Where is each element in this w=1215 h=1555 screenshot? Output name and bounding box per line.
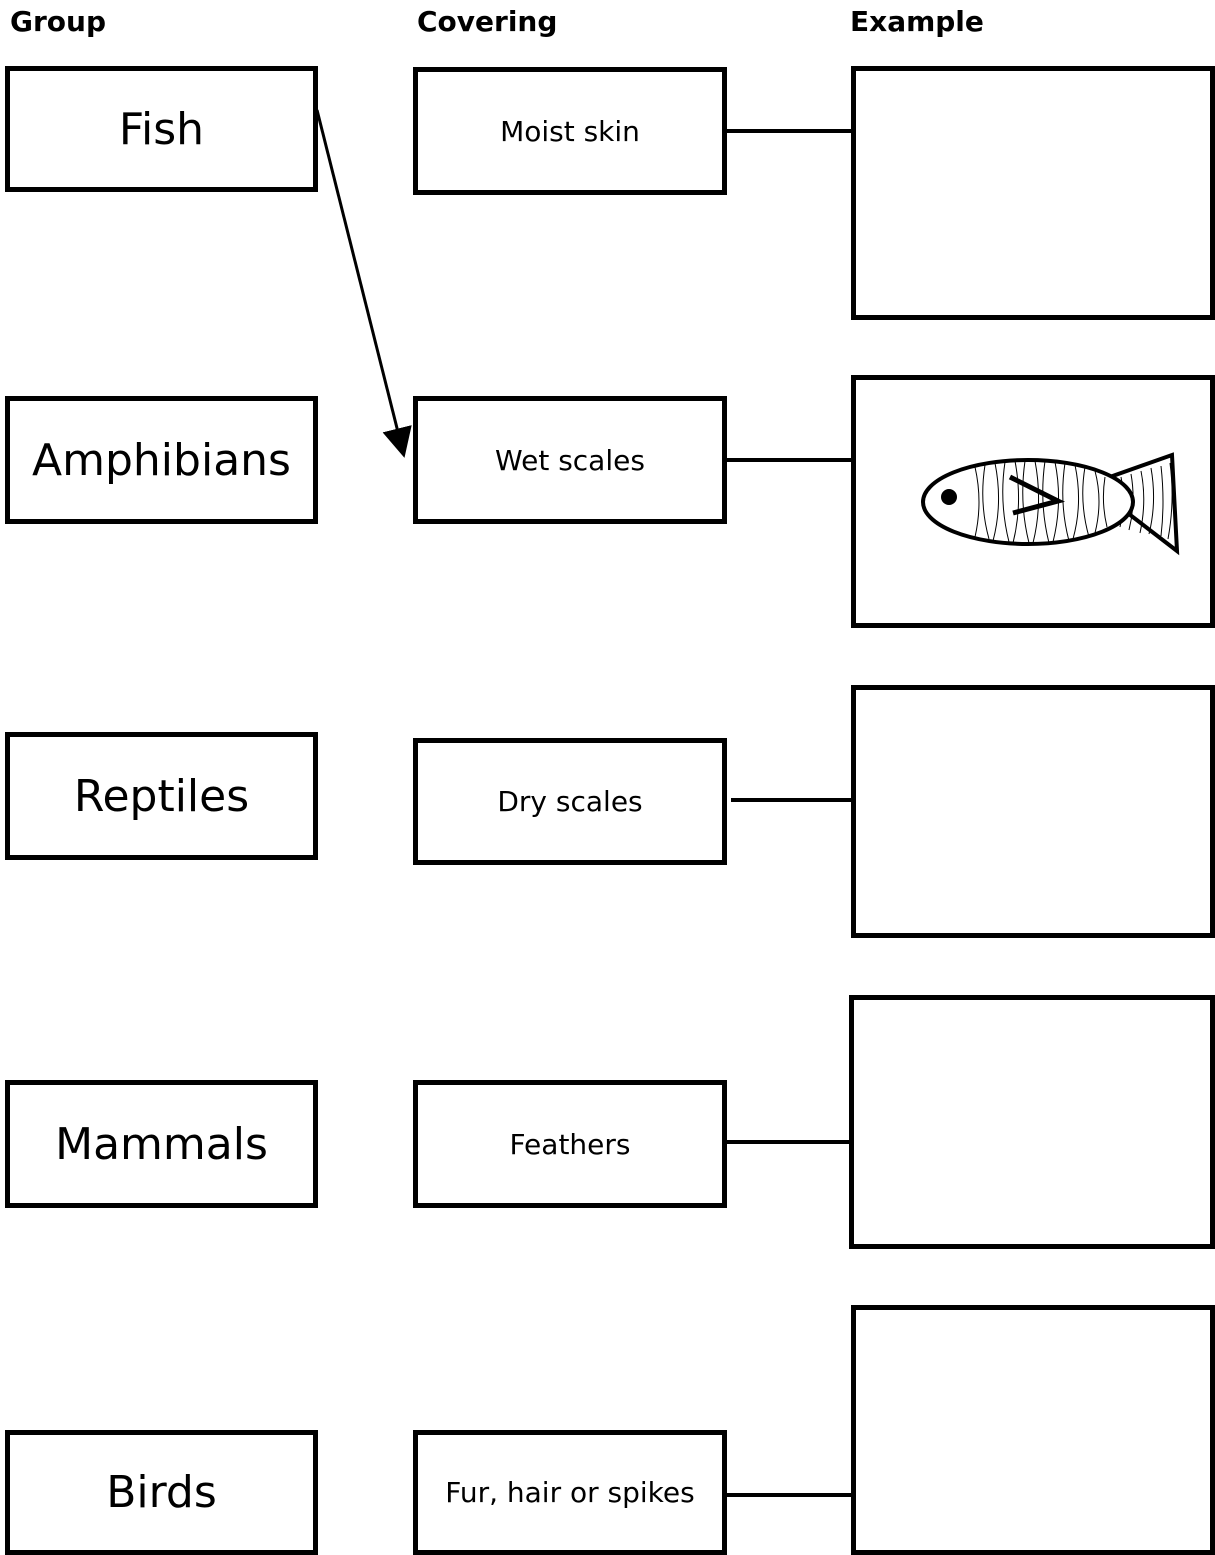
covering-box-feathers[interactable]: Feathers [413, 1080, 727, 1208]
covering-box-fur[interactable]: Fur, hair or spikes [413, 1430, 727, 1555]
example-header: Example [850, 5, 984, 38]
group-box-fish[interactable]: Fish [5, 66, 318, 192]
group-box-amphibians[interactable]: Amphibians [5, 396, 318, 524]
group-box-mammals[interactable]: Mammals [5, 1080, 318, 1208]
covering-box-moist-skin[interactable]: Moist skin [413, 67, 727, 195]
group-box-birds[interactable]: Birds [5, 1430, 318, 1555]
example-box-5[interactable] [851, 1305, 1215, 1555]
group-header: Group [10, 5, 107, 38]
example-box-1[interactable] [851, 66, 1215, 320]
covering-header: Covering [417, 5, 558, 38]
covering-box-wet-scales[interactable]: Wet scales [413, 396, 727, 524]
group-box-reptiles[interactable]: Reptiles [5, 732, 318, 860]
example-box-4[interactable] [849, 995, 1215, 1249]
example-box-3[interactable] [851, 685, 1215, 938]
covering-box-dry-scales[interactable]: Dry scales [413, 738, 727, 865]
arrow-fish-to-wet-scales [315, 109, 412, 458]
fish-icon [921, 451, 1180, 555]
example-box-2[interactable] [851, 375, 1215, 628]
